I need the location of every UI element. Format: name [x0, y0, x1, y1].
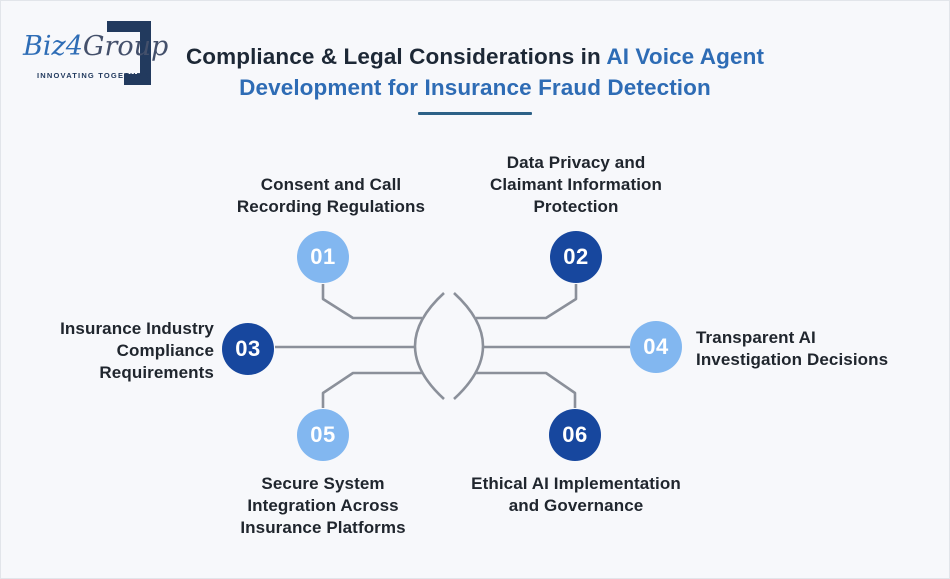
- lens-right-arc: [453, 292, 485, 400]
- step-label-03-line-2: Compliance: [116, 341, 214, 360]
- connector-01: [321, 284, 422, 320]
- title-line1-blue: AI Voice Agent: [606, 44, 765, 69]
- step-label-01-line-1: Consent and Call: [260, 175, 402, 194]
- step-label-04-line-1: Transparent AI: [696, 328, 816, 347]
- step-circle-03: 03: [222, 323, 274, 375]
- connector-06: [476, 371, 577, 408]
- step-label-05: Secure System Integration Across Insuran…: [203, 473, 443, 539]
- step-label-04-line-2: Investigation Decisions: [696, 350, 889, 369]
- step-label-02-line-1: Data Privacy and: [506, 153, 646, 172]
- step-label-06-line-2: and Governance: [508, 496, 644, 515]
- step-circle-05: 05: [297, 409, 349, 461]
- step-label-03-line-3: Requirements: [99, 363, 214, 382]
- step-label-06: Ethical AI Implementation and Governance: [436, 473, 716, 517]
- step-label-01: Consent and Call Recording Regulations: [216, 174, 446, 218]
- logo-text-biz4: Biz4: [23, 31, 83, 62]
- connector-02: [476, 284, 578, 320]
- biz4group-logo: Biz4Group INNOVATING TOGETHER: [23, 13, 193, 85]
- logo-wordmark: Biz4Group: [23, 33, 168, 60]
- step-label-05-line-1: Secure System: [261, 474, 385, 493]
- step-number-01: 01: [310, 244, 336, 269]
- title-line1-dark: Compliance & Legal Considerations in: [185, 44, 607, 69]
- step-label-05-line-3: Insurance Platforms: [240, 518, 406, 537]
- step-label-01-line-2: Recording Regulations: [236, 197, 426, 216]
- step-circle-01: 01: [297, 231, 349, 283]
- step-label-03-line-1: Insurance Industry: [60, 319, 214, 338]
- step-number-04: 04: [643, 334, 669, 359]
- step-number-05: 05: [310, 422, 336, 447]
- step-label-05-line-2: Integration Across: [247, 496, 399, 515]
- step-number-06: 06: [562, 422, 588, 447]
- logo-text-group: Group: [82, 31, 169, 62]
- step-circle-06: 06: [549, 409, 601, 461]
- logo-tagline: INNOVATING TOGETHER: [37, 71, 150, 80]
- page-title: Compliance & Legal Considerations in AI …: [1, 41, 949, 115]
- title-underline: [418, 112, 532, 115]
- step-label-04: Transparent AI Investigation Decisions: [696, 327, 926, 371]
- step-circle-02: 02: [550, 231, 602, 283]
- step-label-03: Insurance Industry Compliance Requiremen…: [34, 318, 214, 384]
- connector-05: [321, 371, 422, 408]
- lens-left-arc: [413, 292, 445, 400]
- step-label-02: Data Privacy and Claimant Information Pr…: [461, 152, 691, 218]
- step-label-02-line-2: Claimant Information: [489, 175, 662, 194]
- step-circle-04: 04: [630, 321, 682, 373]
- step-number-03: 03: [235, 336, 261, 361]
- logo-bracket-icon: [107, 21, 151, 85]
- title-line-2: Development for Insurance Fraud Detectio…: [239, 75, 711, 100]
- step-label-06-line-1: Ethical AI Implementation: [471, 474, 681, 493]
- title-line-1: Compliance & Legal Considerations in AI …: [1, 41, 949, 72]
- step-number-02: 02: [563, 244, 589, 269]
- step-label-02-line-3: Protection: [533, 197, 619, 216]
